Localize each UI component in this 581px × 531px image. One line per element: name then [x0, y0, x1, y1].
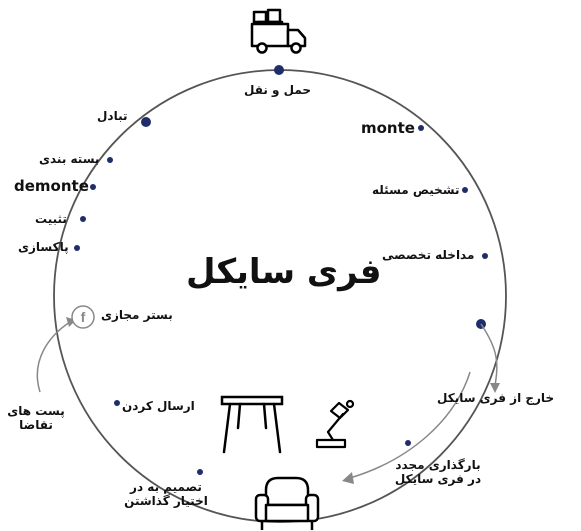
request-arrow [36, 321, 71, 393]
node-packaging [107, 157, 113, 163]
svg-text:f: f [81, 309, 86, 325]
node-exchange [141, 117, 151, 127]
truck-icon [250, 8, 307, 54]
exit-arrowhead [490, 383, 500, 393]
label-monte: monte [361, 119, 415, 137]
label-packaging: بسته بندی [39, 152, 100, 166]
label-reload-line1: بارگذاری مجدد [395, 458, 481, 472]
label-expert: مداخله تخصصی [382, 248, 475, 262]
label-diagnose: تشخیص مسئله [372, 183, 460, 197]
node-clean [74, 245, 80, 251]
label-reload-line2: در فری سایکل [394, 472, 482, 486]
label-decide-line1: تصمیم به در [130, 480, 202, 494]
label-send: ارسال کردن [122, 399, 195, 413]
label-request: پست های تقاضا [4, 404, 68, 432]
node-reload [405, 440, 411, 446]
label-reload: بارگذاری مجدد در فری سایکل [388, 458, 488, 486]
armchair-icon [254, 476, 320, 530]
node-diagnose [462, 187, 468, 193]
label-exit: خارج از فری سایکل [437, 391, 555, 405]
node-demonte [90, 184, 96, 190]
exit-arrow [480, 323, 498, 386]
facebook-icon: f [71, 305, 95, 329]
label-demonte: demonte [14, 177, 89, 195]
node-decide [197, 469, 203, 475]
label-transport: حمل و نقل [244, 83, 312, 97]
node-monte [418, 125, 424, 131]
desk-lamp-icon [315, 399, 355, 449]
node-fix [80, 216, 86, 222]
reload-arrowhead [342, 472, 354, 484]
label-decide-line2: اختیار گذاشتن [124, 494, 208, 508]
label-decide: تصمیم به در اختیار گذاشتن [116, 480, 216, 508]
table-icon [220, 395, 284, 454]
diagram-title: فری سایکل [186, 252, 382, 292]
label-clean: پاکسازی [18, 240, 69, 254]
node-expert [482, 253, 488, 259]
node-send [114, 400, 120, 406]
label-exchange: تبادل [97, 109, 128, 123]
label-virtual: بستر مجازی [101, 308, 173, 322]
cycle-circle [53, 69, 507, 523]
label-request-line2: تقاضا [19, 418, 53, 432]
label-fix: تثبیت [35, 212, 67, 226]
label-request-line1: پست های [7, 404, 65, 418]
reload-arrow [349, 371, 471, 479]
node-transport [274, 65, 284, 75]
